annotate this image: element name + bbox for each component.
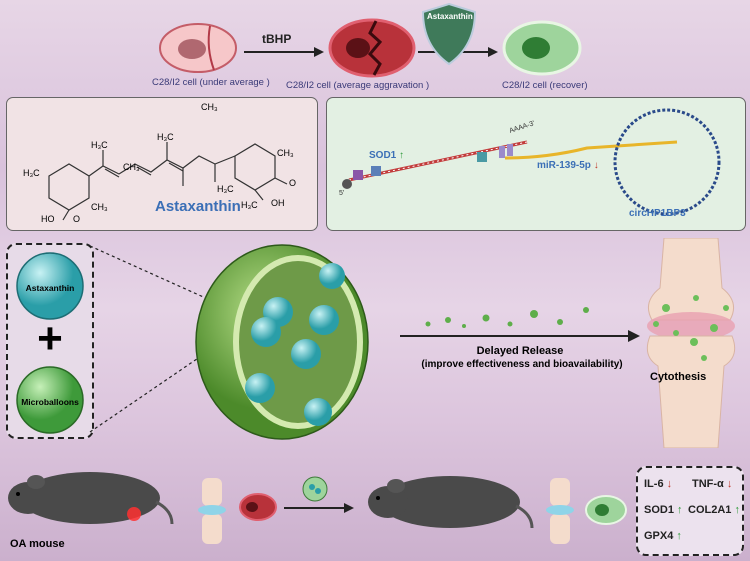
methyl-label: H₃C <box>23 168 40 178</box>
compound-name: Astaxanthin <box>155 198 241 215</box>
marker-sod1: SOD1 ↑ <box>644 504 683 516</box>
five-prime-label: 5' <box>339 190 345 197</box>
cell-normal <box>158 22 238 74</box>
cell-recovered <box>502 20 582 76</box>
arrow-icon <box>284 502 354 514</box>
mechanism-panel: SOD1 ↑ miR-139-5p ↓ circHP1BP3 AAAA-3' 5… <box>326 97 746 231</box>
mouse-treated <box>366 466 536 536</box>
cell-damaged <box>328 18 416 78</box>
cell-damaged-small <box>238 492 278 522</box>
cell-recovered-small <box>584 494 628 526</box>
methyl-label: H₃C <box>217 184 234 194</box>
methyl-label: H₃C <box>91 140 108 150</box>
knee-inset-oa <box>190 478 234 548</box>
microballoons-label: Microballoons <box>21 397 79 407</box>
microballoon-sphere <box>15 365 85 435</box>
astaxanthin-sphere <box>15 251 85 321</box>
arrow-icon <box>244 46 324 58</box>
methyl-label: CH₃ <box>123 162 140 172</box>
treatment-label: tBHP <box>262 32 292 46</box>
astaxanthin-structure <box>48 142 288 221</box>
methyl-label: H₃C <box>241 200 258 210</box>
composition-box: Astaxanthin + Microballoons <box>6 243 94 439</box>
sod1-label: SOD1 ↑ <box>369 150 405 161</box>
cell-damaged-label: C28/I2 cell (average aggravation ) <box>286 80 430 91</box>
microsphere <box>192 242 372 442</box>
microsphere-small-icon <box>302 476 328 502</box>
marker-gpx4: GPX4 ↑ <box>644 530 682 542</box>
methyl-label: CH₃ <box>201 102 218 112</box>
marker-tnf: TNF-α ↓ <box>692 478 733 490</box>
release-subtitle: (improve effectiveness and bioavailabili… <box>421 359 623 370</box>
mouse-label: OA mouse <box>10 538 65 550</box>
release-title: Delayed Release <box>476 345 564 357</box>
hydroxyl-label: HO <box>41 214 55 224</box>
plus-icon: + <box>37 314 63 363</box>
rna-interaction-diagram <box>342 108 721 216</box>
hydroxyl-label: OH <box>271 198 285 208</box>
cytothesis-label: Cytothesis <box>650 371 707 383</box>
release-particles <box>425 307 589 328</box>
mouse-oa <box>6 462 176 532</box>
cell-recovered-label: C28/I2 cell (recover) <box>502 80 588 91</box>
structure-panel: H₃C CH₃ H₃C CH₃ H₃C CH₃ H₃C CH₃ H₃C O OH… <box>6 97 318 231</box>
markers-box: IL-6 ↓ TNF-α ↓ SOD1 ↑ COL2A1 ↑ GPX4 ↑ <box>636 466 744 556</box>
knee-joint <box>636 238 746 448</box>
arrow-icon <box>400 330 640 342</box>
methyl-label: CH₃ <box>277 148 294 158</box>
cell-normal-label: C28/I2 cell (under average ) <box>152 77 270 88</box>
marker-il6: IL-6 ↓ <box>644 478 673 490</box>
oxygen-label: O <box>73 214 81 224</box>
marker-col2a1: COL2A1 ↑ <box>688 504 740 516</box>
circrna-label: circHP1BP3 <box>629 208 686 219</box>
oxygen-label: O <box>289 178 297 188</box>
mirna-label: miR-139-5p ↓ <box>537 160 599 171</box>
shield-icon <box>420 2 478 66</box>
knee-inset-treated <box>538 478 582 548</box>
methyl-label: CH₃ <box>91 202 108 212</box>
methyl-label: H₃C <box>157 132 174 142</box>
astaxanthin-label: Astaxanthin <box>25 283 75 293</box>
shield-label: Astaxanthin <box>427 12 473 21</box>
